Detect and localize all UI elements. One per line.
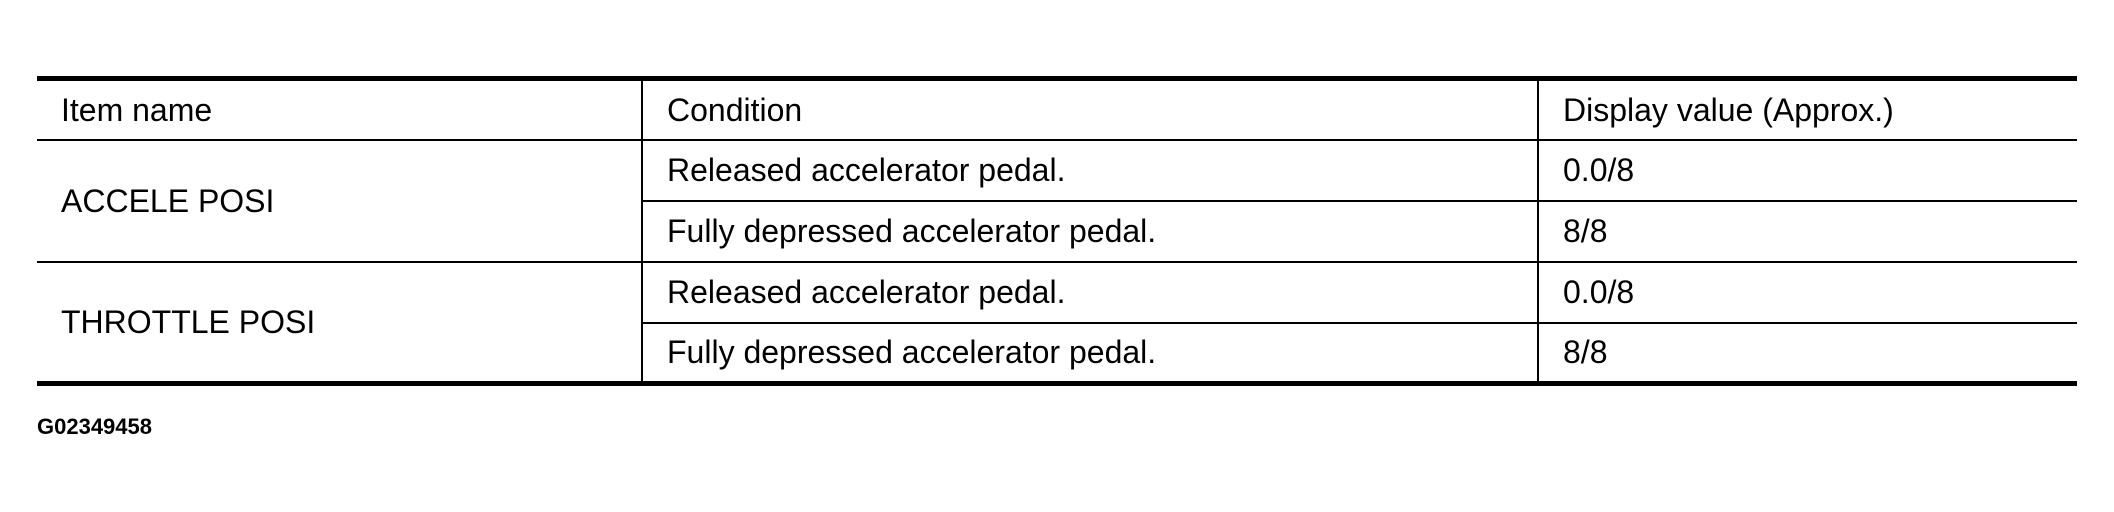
display-value-cell: 0.0/8 [1537,261,2077,324]
table-header: Item name Condition Display value (Appro… [37,78,2077,141]
table-row: THROTTLE POSI Released accelerator pedal… [37,261,2077,385]
display-value-cell: 8/8 [1537,200,2077,263]
condition-cell: Fully depressed accelerator pedal. [641,200,1538,263]
condition-cell: Released accelerator pedal. [641,139,1538,202]
condition-cell: Released accelerator pedal. [641,261,1538,324]
header-display-value: Display value (Approx.) [1537,78,2077,141]
table-row: Fully depressed accelerator pedal. 8/8 [37,322,2077,384]
header-condition: Condition [641,78,1538,141]
figure-id: G02349458 [37,414,152,439]
display-value-cell: 8/8 [1537,322,2077,384]
condition-cell: Fully depressed accelerator pedal. [641,322,1538,384]
table-body: ACCELE POSI Released accelerator pedal. … [37,139,2077,385]
table-row: ACCELE POSI Released accelerator pedal. … [37,139,2077,263]
table-row: Fully depressed accelerator pedal. 8/8 [37,200,2077,263]
spec-table: Item name Condition Display value (Appro… [37,76,2077,386]
display-value-cell: 0.0/8 [1537,139,2077,202]
header-item-name: Item name [37,78,642,141]
item-name-cell: THROTTLE POSI [37,261,642,385]
item-name-cell: ACCELE POSI [37,139,642,263]
header-row: Item name Condition Display value (Appro… [37,78,2077,141]
